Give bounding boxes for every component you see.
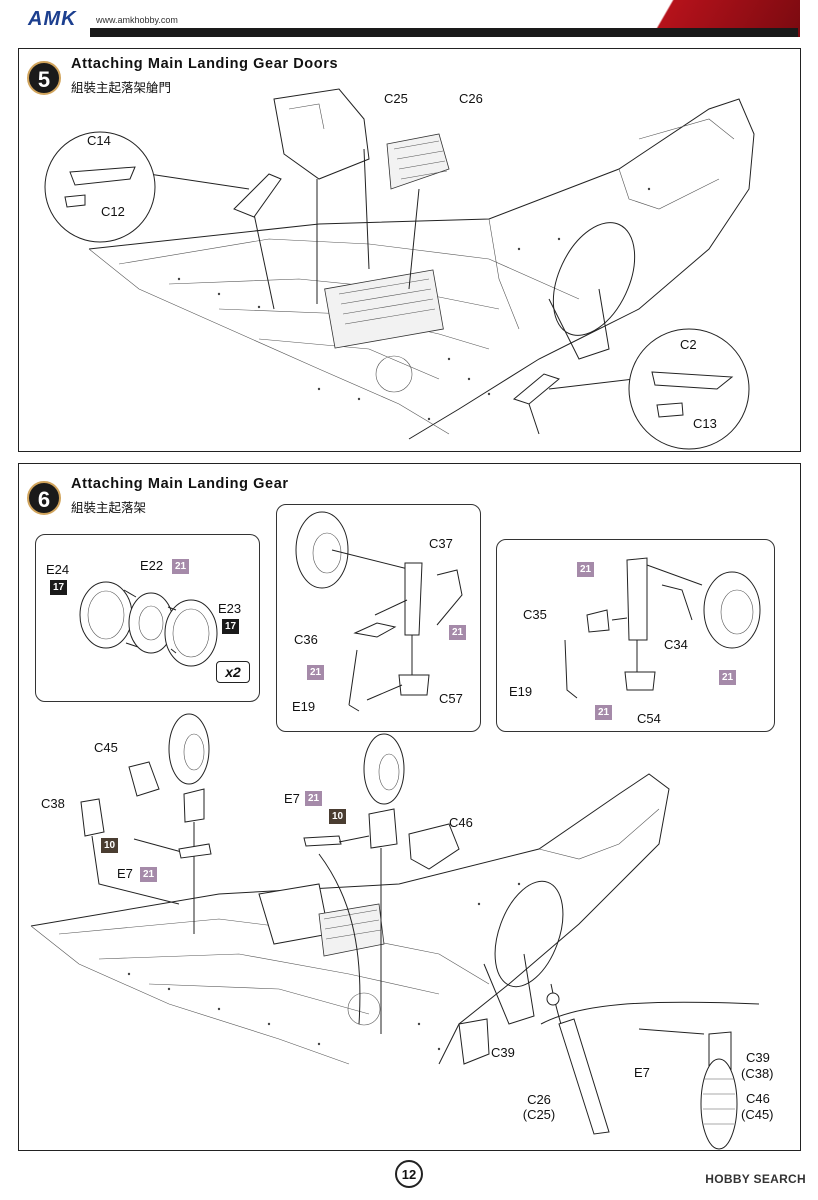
label-c35: C35 [523,607,547,622]
color-tag: 21 [305,791,322,806]
color-tag: 17 [222,619,239,634]
label-e7: E7 [117,866,133,881]
color-tag: 21 [172,559,189,574]
step-title: Attaching Main Landing Gear Doors [71,56,339,72]
label-c13: C13 [693,416,717,431]
inset-c14-c12 [44,131,156,243]
label-c38: C38 [41,796,65,811]
right-leg-drawing [564,557,761,699]
door-small-right [512,373,561,405]
quantity-badge: x2 [216,661,250,683]
label-c39: C39 [491,1045,515,1060]
website-url: www.amkhobby.com [96,15,178,25]
label-e19: E19 [509,684,533,699]
page-header: AMK www.amkhobby.com [0,0,818,44]
label-c12: C12 [101,204,125,219]
color-tag: 10 [329,809,346,824]
right-gear-leg-box: 21 C35 C34 21 E19 21 C54 [496,539,775,732]
left-leg-drawing [295,511,463,712]
color-tag: 21 [719,670,736,685]
door-small-left [233,173,282,218]
header-bar [90,28,798,37]
color-tag: 21 [307,665,324,680]
color-tag: 21 [577,562,594,577]
label-c54: C54 [637,711,661,726]
label-e7: E7 [284,791,300,806]
door-c26 [386,133,450,190]
label-c39-detail: C39 [746,1050,770,1065]
label-c38-paren: (C38) [741,1066,774,1081]
color-tag: 21 [595,705,612,720]
label-c36: C36 [294,632,318,647]
inset-c2-c13 [628,328,750,450]
label-c45-paren: (C45) [741,1107,774,1122]
label-c46: C46 [449,815,473,830]
label-c34: C34 [664,637,688,652]
aircraft-main-gear-drawing [30,713,760,1150]
label-c25-paren: (C25) [522,1107,556,1122]
label-c14: C14 [87,133,111,148]
watermark: HOBBY SEARCH [705,1172,806,1186]
label-c2: C2 [680,337,697,352]
page-number: 12 [395,1160,423,1188]
color-tag: 21 [449,625,466,640]
aircraft-underside-drawing [88,88,755,440]
color-tag: 21 [140,867,157,882]
label-e23: E23 [218,601,242,616]
label-c37: C37 [429,536,453,551]
label-e22: E22 [140,558,164,573]
label-c46-detail: C46 [746,1091,770,1106]
brand-logo: AMK [28,8,77,30]
label-e24: E24 [46,562,70,577]
door-c25 [273,88,370,180]
step-subtitle: 組裝主起落架 [71,500,147,515]
step-title: Attaching Main Landing Gear [71,476,289,492]
step-subtitle: 組裝主起落架艙門 [71,80,172,95]
wheel-assembly-box: E24 17 E22 21 E23 17 x2 [35,534,260,702]
step-number: 6 [27,481,61,515]
color-tag: 10 [101,838,118,853]
label-c26: C26 [459,91,483,106]
label-c57: C57 [439,691,463,706]
label-c26: C26 [527,1092,551,1107]
step-number: 5 [27,61,61,95]
left-gear-leg-box: C37 C36 21 E19 C57 21 [276,504,481,732]
label-e7-detail: E7 [634,1065,650,1080]
label-c45: C45 [94,740,118,755]
label-e19: E19 [292,699,316,714]
step-5-panel: 5 Attaching Main Landing Gear Doors 組裝主起… [18,48,801,452]
color-tag: 17 [50,580,67,595]
step-6-panel: 6 Attaching Main Landing Gear 組裝主起落架 E24… [18,463,801,1151]
wheel-drawing [79,581,218,667]
label-c25: C25 [384,91,408,106]
